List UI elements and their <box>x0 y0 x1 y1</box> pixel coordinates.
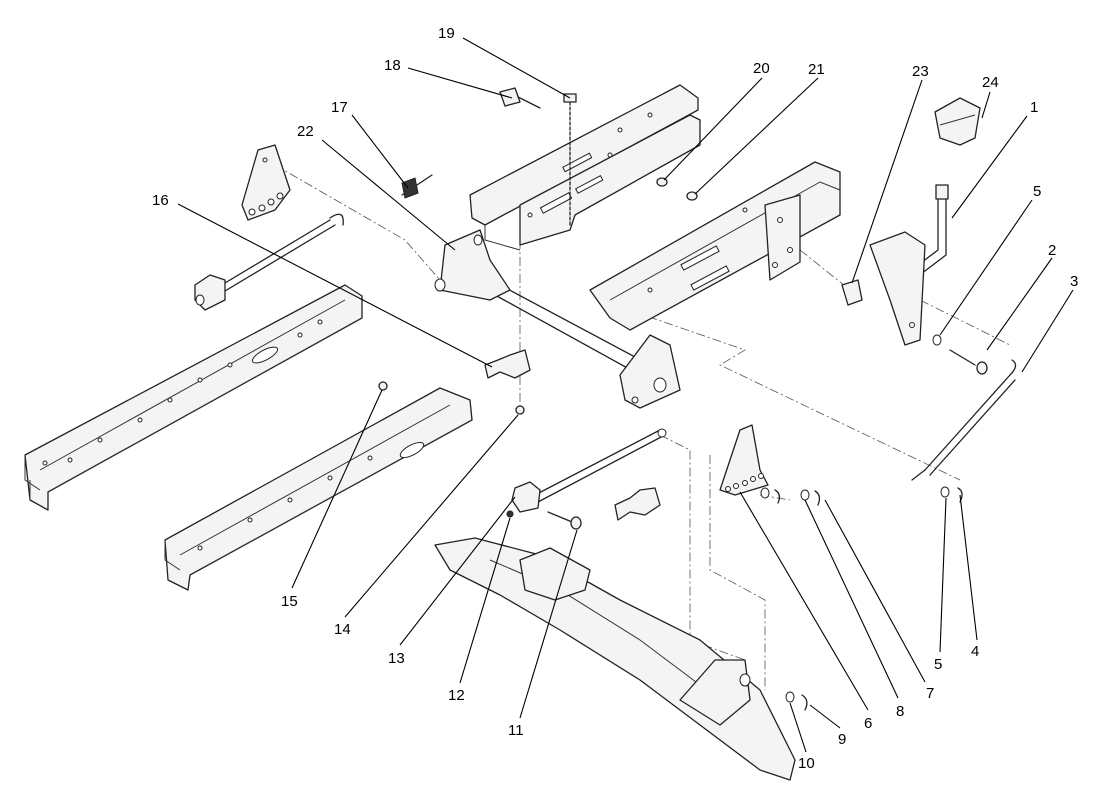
callout-20: 20 <box>753 60 770 77</box>
pivot-shaft-assembly <box>434 229 681 409</box>
callout-16: 16 <box>152 192 169 209</box>
callout-21: 21 <box>808 61 825 78</box>
callout-4: 4 <box>971 643 979 660</box>
upper-cross-member <box>469 84 701 251</box>
shift-rod <box>911 359 1017 481</box>
leader-lines <box>177 37 1074 753</box>
spacer-tube <box>841 279 863 306</box>
callout-24: 24 <box>982 74 999 91</box>
callout-6: 6 <box>864 715 872 732</box>
callout-7: 7 <box>926 685 934 702</box>
lower-lift-arm <box>434 537 796 781</box>
callout-17: 17 <box>331 99 348 116</box>
lower-link-rod <box>511 428 667 513</box>
callout-1: 1 <box>1030 99 1038 116</box>
callout-5-upper: 5 <box>1033 183 1041 200</box>
callout-12: 12 <box>448 687 465 704</box>
right-lower-plate <box>719 424 769 496</box>
right-frame-channel <box>589 161 841 331</box>
callout-23: 23 <box>912 63 929 80</box>
callout-8: 8 <box>896 703 904 720</box>
callout-15: 15 <box>281 593 298 610</box>
callout-14: 14 <box>334 621 351 638</box>
callout-13: 13 <box>388 650 405 667</box>
hardware <box>378 87 988 711</box>
callout-11: 11 <box>508 722 524 739</box>
callout-labels: 1 2 3 4 5 5 6 7 8 9 10 11 12 13 14 15 16… <box>152 25 1078 772</box>
left-frame-rail <box>24 284 363 511</box>
knob <box>934 97 981 146</box>
callout-5-lower: 5 <box>934 656 942 673</box>
callout-10: 10 <box>798 755 815 772</box>
callout-22: 22 <box>297 123 314 140</box>
callout-3: 3 <box>1070 273 1078 290</box>
control-lever <box>869 184 949 346</box>
callout-9: 9 <box>838 731 846 748</box>
callout-2: 2 <box>1048 242 1056 259</box>
left-lower-rail <box>164 387 473 591</box>
callout-18: 18 <box>384 57 401 74</box>
left-pivot-plate <box>241 144 291 221</box>
callout-19: 19 <box>438 25 455 42</box>
left-rod-assembly <box>194 213 344 311</box>
